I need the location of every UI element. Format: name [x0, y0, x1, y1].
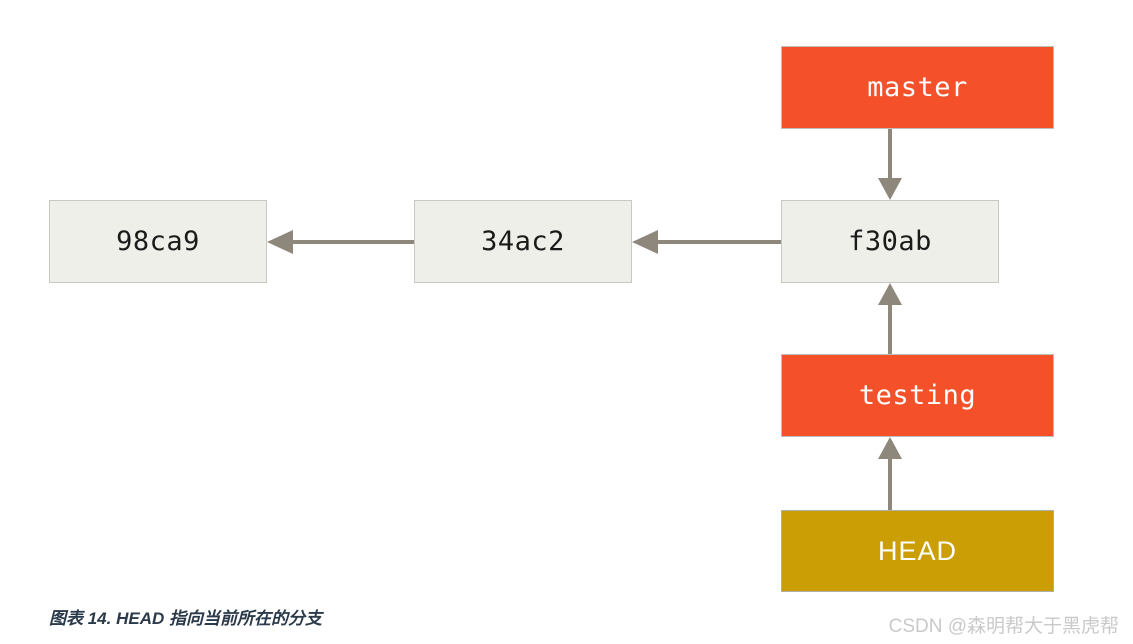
edge-34ac2-to-98ca9	[267, 230, 414, 254]
arrowhead-up-icon	[878, 283, 902, 305]
edge-master-to-f30ab	[878, 129, 902, 200]
commit-node-34ac2[interactable]: 34ac2	[414, 200, 632, 283]
arrowhead-left-icon	[267, 230, 293, 254]
commit-label: 34ac2	[481, 226, 565, 257]
arrowhead-up-icon	[878, 437, 902, 459]
commit-label: f30ab	[848, 226, 932, 257]
edge-testing-to-f30ab	[878, 283, 902, 354]
head-label: HEAD	[877, 535, 957, 566]
commit-node-98ca9[interactable]: 98ca9	[49, 200, 267, 283]
commit-node-f30ab[interactable]: f30ab	[781, 200, 999, 283]
figure-caption: 图表 14. HEAD 指向当前所在的分支	[49, 609, 322, 628]
branch-label: testing	[858, 380, 977, 411]
csdn-watermark: CSDN @森明帮大于黑虎帮	[888, 616, 1119, 637]
head-pointer-node[interactable]: HEAD	[781, 510, 1054, 592]
edge-f30ab-to-34ac2	[632, 230, 781, 254]
branch-node-master[interactable]: master	[781, 46, 1054, 129]
arrowhead-down-icon	[878, 178, 902, 200]
arrowhead-left-icon	[632, 230, 658, 254]
branch-node-testing[interactable]: testing	[781, 354, 1054, 437]
branch-label: master	[867, 72, 968, 103]
commit-label: 98ca9	[116, 226, 200, 257]
edge-head-to-testing	[878, 437, 902, 510]
